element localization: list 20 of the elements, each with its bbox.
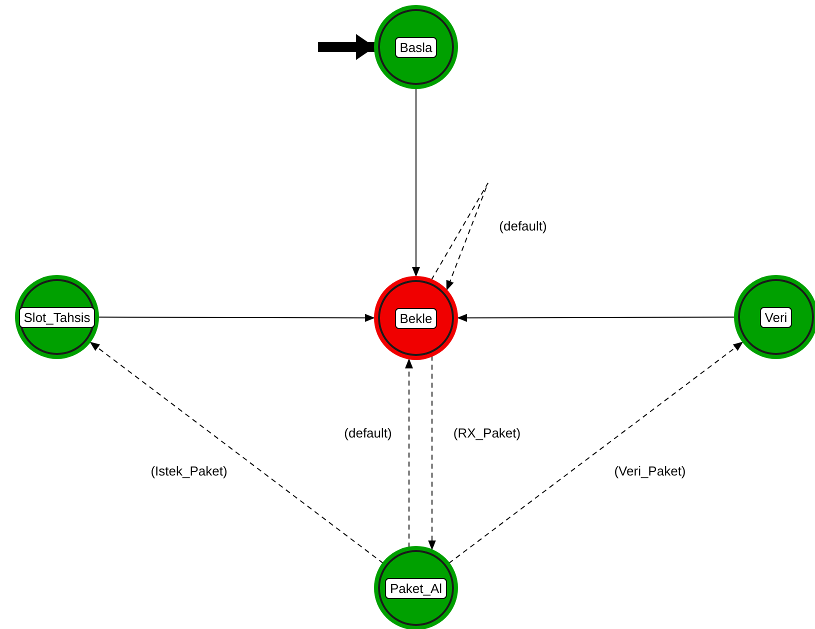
state-circle (375, 547, 457, 629)
edge-label: (RX_Paket) (451, 426, 523, 440)
arrow (89, 341, 384, 564)
edge-label: (Veri_Paket) (612, 464, 688, 478)
arrow (428, 355, 436, 551)
arrow (405, 358, 413, 548)
edge-label: (Istek_Paket) (148, 464, 230, 478)
edge-label: (default) (342, 426, 394, 440)
arrow (412, 88, 420, 278)
arrow (318, 34, 375, 60)
arrow (456, 314, 736, 322)
state-name: Veri (760, 306, 792, 328)
arrow (98, 314, 376, 322)
edge-label: (default) (497, 218, 549, 234)
state-name: Basla (394, 36, 438, 58)
state-name: Paket_Al (384, 578, 448, 598)
arrow (430, 182, 488, 292)
state-name: Slot_Tahsis (18, 306, 96, 328)
state-name: Bekle (394, 308, 438, 328)
arrow (448, 341, 744, 564)
